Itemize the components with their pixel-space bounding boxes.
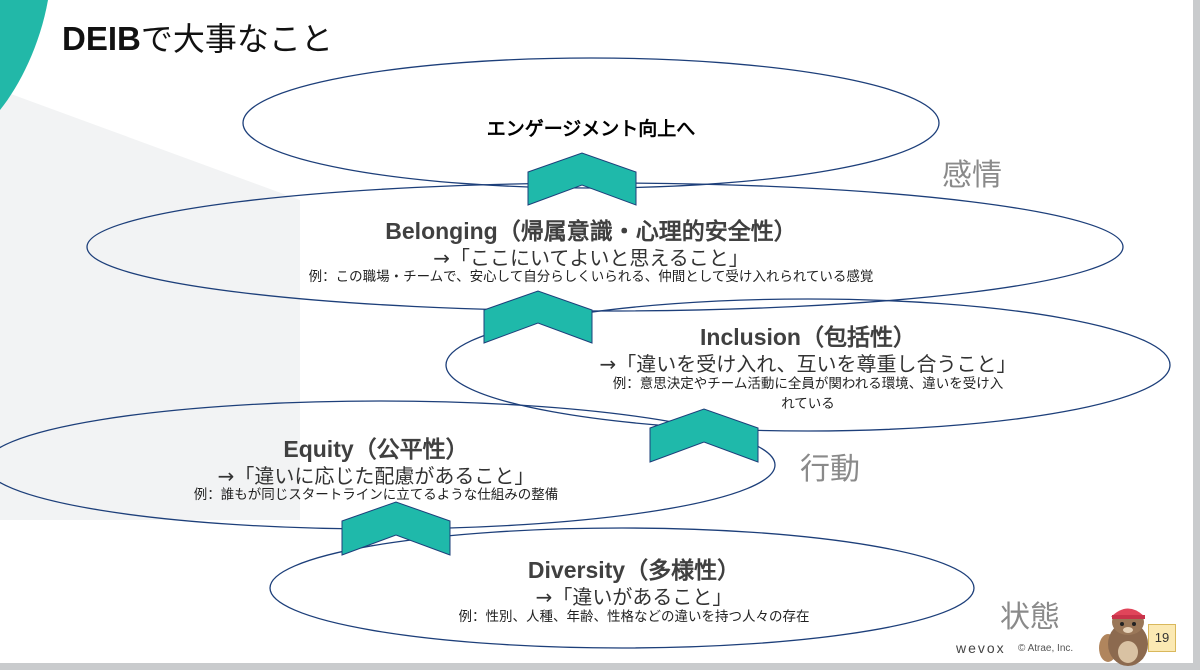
chevron-up-icon	[483, 290, 593, 344]
chevron-up-icon	[527, 152, 637, 206]
chevron-up-icon	[341, 501, 451, 556]
diversity-title-jp: （多様性）	[625, 558, 741, 584]
footer-brand-logo: wevox	[956, 640, 1006, 656]
inclusion-title-jp: （包括性）	[800, 325, 916, 351]
page-title: DEIBで大事なこと	[62, 14, 333, 60]
belonging-title: Belonging（帰属意識・心理的安全性）	[385, 212, 796, 246]
diversity-subtitle: →「違いがあること」	[535, 585, 733, 609]
inclusion-title-en: Inclusion	[700, 324, 801, 350]
diversity-example: 例：性別、人種、年齢、性格などの違いを持つ人々の存在	[458, 609, 810, 625]
background-band	[0, 90, 300, 520]
diversity-title: Diversity（多様性）	[528, 551, 740, 585]
ellipse-inclusion	[445, 298, 1171, 432]
side-label-emotion: 感情	[942, 158, 1002, 193]
equity-title-en: Equity	[283, 436, 354, 462]
equity-title-jp: （公平性）	[353, 437, 469, 463]
title-jp: で大事なこと	[140, 20, 333, 58]
slide-border-right	[1193, 0, 1200, 670]
inclusion-example-line1: 例：意思決定やチーム活動に全員が関われる環境、違いを受け入	[612, 376, 1004, 392]
inclusion-title: Inclusion（包括性）	[700, 318, 916, 352]
equity-title: Equity（公平性）	[283, 430, 468, 464]
engagement-label: エンゲージメント向上へ	[486, 118, 696, 140]
accent-corner	[0, 0, 48, 110]
side-label-state: 状態	[1000, 600, 1060, 635]
mascot-beaver-icon	[1099, 608, 1148, 666]
diversity-title-en: Diversity	[527, 557, 626, 583]
chevron-up-icon	[649, 408, 759, 463]
title-deib: DEIB	[62, 20, 141, 57]
inclusion-example-line2: れている	[781, 396, 835, 412]
inclusion-subtitle: →「違いを受け入れ、互いを尊重し合うこと」	[599, 352, 1017, 376]
belonging-title-en: Belonging	[385, 218, 498, 244]
belonging-example: 例：この職場・チームで、安心して自分らしくいられる、仲間として受け入れられている…	[308, 269, 874, 285]
equity-example: 例：誰もが同じスタートラインに立てるような仕組みの整備	[193, 487, 559, 503]
equity-subtitle: →「違いに応じた配慮があること」	[217, 464, 535, 488]
slide-border-bottom	[0, 663, 1200, 670]
page-number-badge: 19	[1148, 624, 1176, 652]
side-label-action: 行動	[800, 452, 860, 487]
ellipse-diversity	[269, 527, 975, 649]
belonging-subtitle: →「ここにいてよいと思えること」	[433, 246, 749, 270]
belonging-title-jp: （帰属意識・心理的安全性）	[497, 219, 797, 245]
footer-copyright: © Atrae, Inc.	[1018, 643, 1074, 654]
